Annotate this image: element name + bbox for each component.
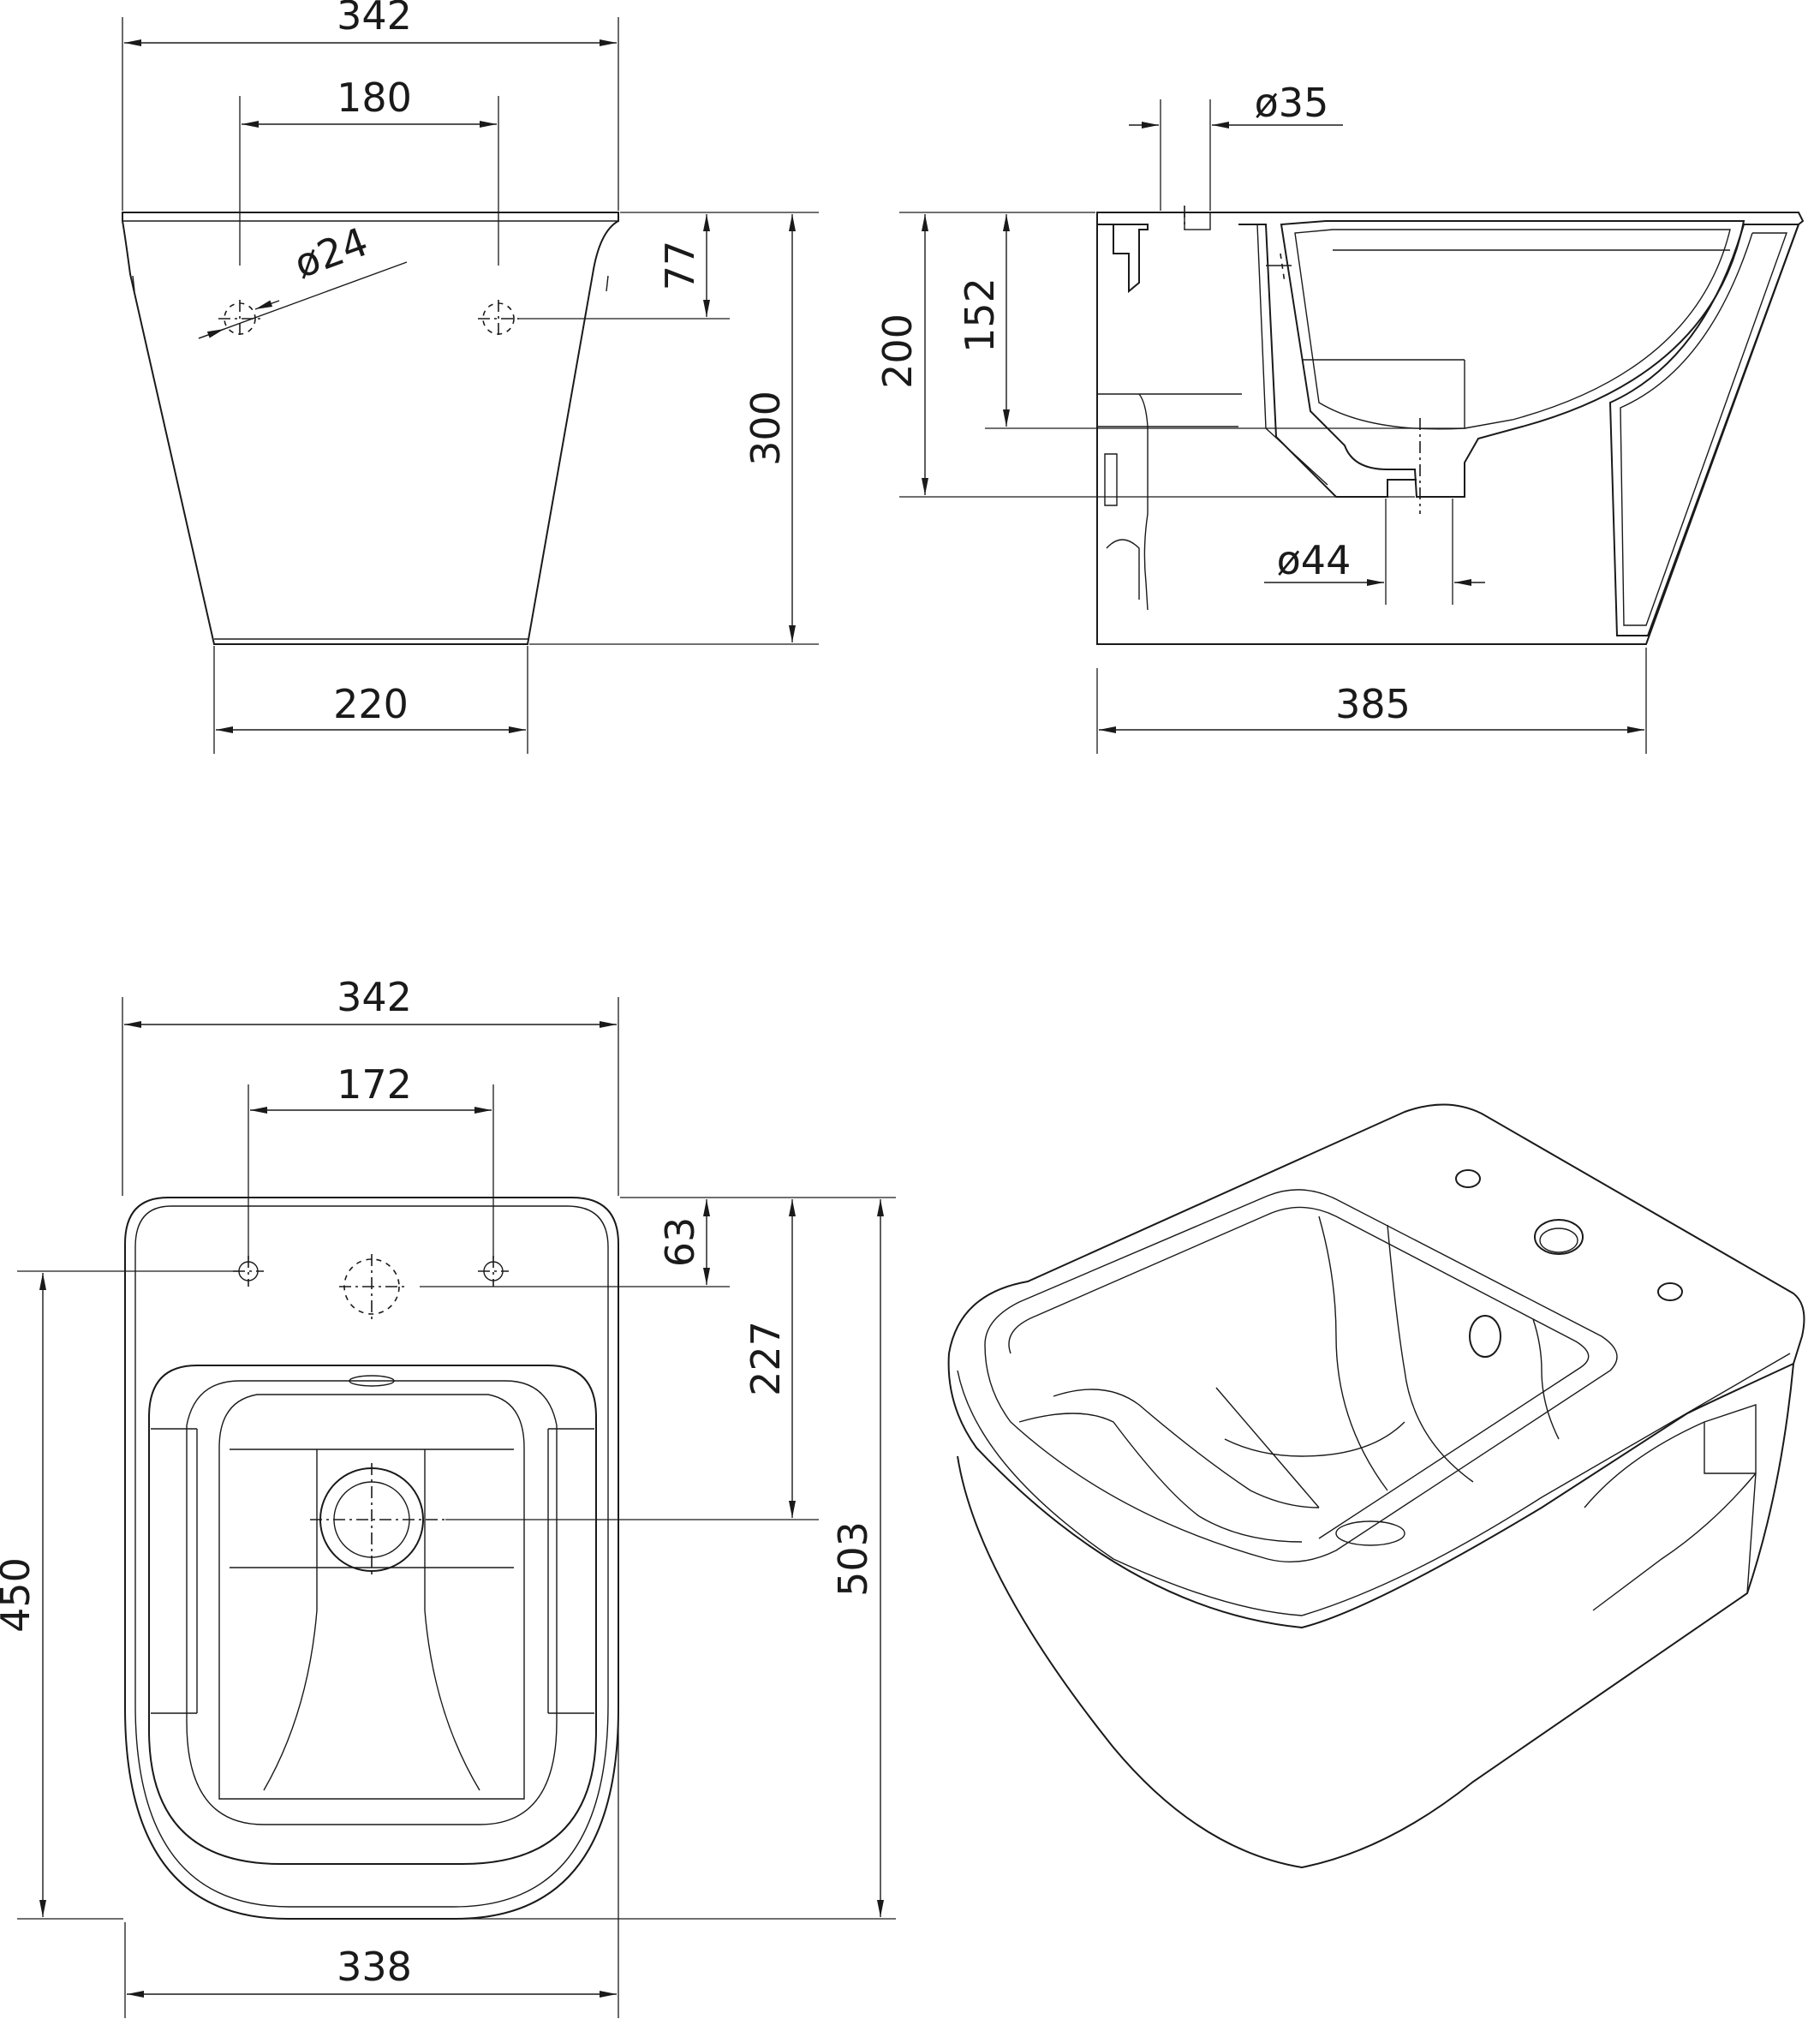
dim-plan-rear-width: 338 xyxy=(337,1944,412,1990)
dim-plan-length-450: 450 xyxy=(0,1557,39,1633)
plan-outer-outline xyxy=(124,1197,619,1920)
dim-tap-hole-diameter: ø24 xyxy=(289,218,374,287)
dim-side-depth: 385 xyxy=(1335,681,1411,727)
dim-plan-overall-width: 342 xyxy=(337,974,412,1020)
dim-waste-diameter: ø44 xyxy=(1277,537,1352,583)
dim-supply-diameter: ø35 xyxy=(1255,80,1329,126)
iso-top-outline xyxy=(947,1103,1805,1629)
dim-side-height-152: 152 xyxy=(957,278,1003,353)
dim-holes-to-waste: 227 xyxy=(743,1321,789,1396)
side-section-view: ø35 200 152 ø44 385 xyxy=(874,80,1805,754)
dim-base-width: 220 xyxy=(333,681,409,727)
dim-plan-length-503: 503 xyxy=(830,1521,876,1597)
front-tap-hole-right xyxy=(478,300,519,339)
dim-tap-hole-spacing: 180 xyxy=(337,75,412,121)
dim-hole-depth-from-top: 77 xyxy=(657,241,703,291)
dim-side-height-200: 200 xyxy=(874,314,921,389)
plan-waste-outlet xyxy=(310,1463,445,1578)
dim-plan-hole-spacing: 172 xyxy=(337,1061,412,1108)
plan-tap-hole-right xyxy=(478,1256,509,1287)
iso-lower-body xyxy=(957,1363,1794,1869)
front-tap-hole-left xyxy=(218,300,261,339)
front-elevation-view: 342 180 ø24 77 300 220 xyxy=(122,0,819,754)
front-body-outline xyxy=(122,212,619,645)
dim-front-overall-width: 342 xyxy=(337,0,412,39)
dim-front-height: 300 xyxy=(743,391,789,466)
isometric-view xyxy=(947,1103,1805,1869)
plan-supply-hole xyxy=(339,1254,408,1319)
dim-front-to-holes: 63 xyxy=(657,1217,703,1268)
plan-view: 342 172 63 227 503 450 338 xyxy=(0,974,896,2018)
